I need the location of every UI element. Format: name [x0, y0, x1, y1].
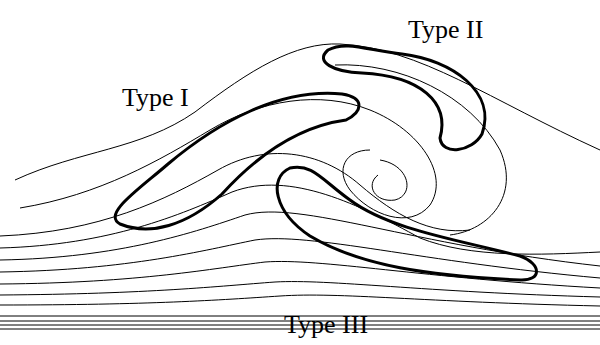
type-label: Type I [122, 85, 189, 111]
type-label: Type II [408, 17, 483, 43]
type-label: Type III [284, 312, 368, 338]
